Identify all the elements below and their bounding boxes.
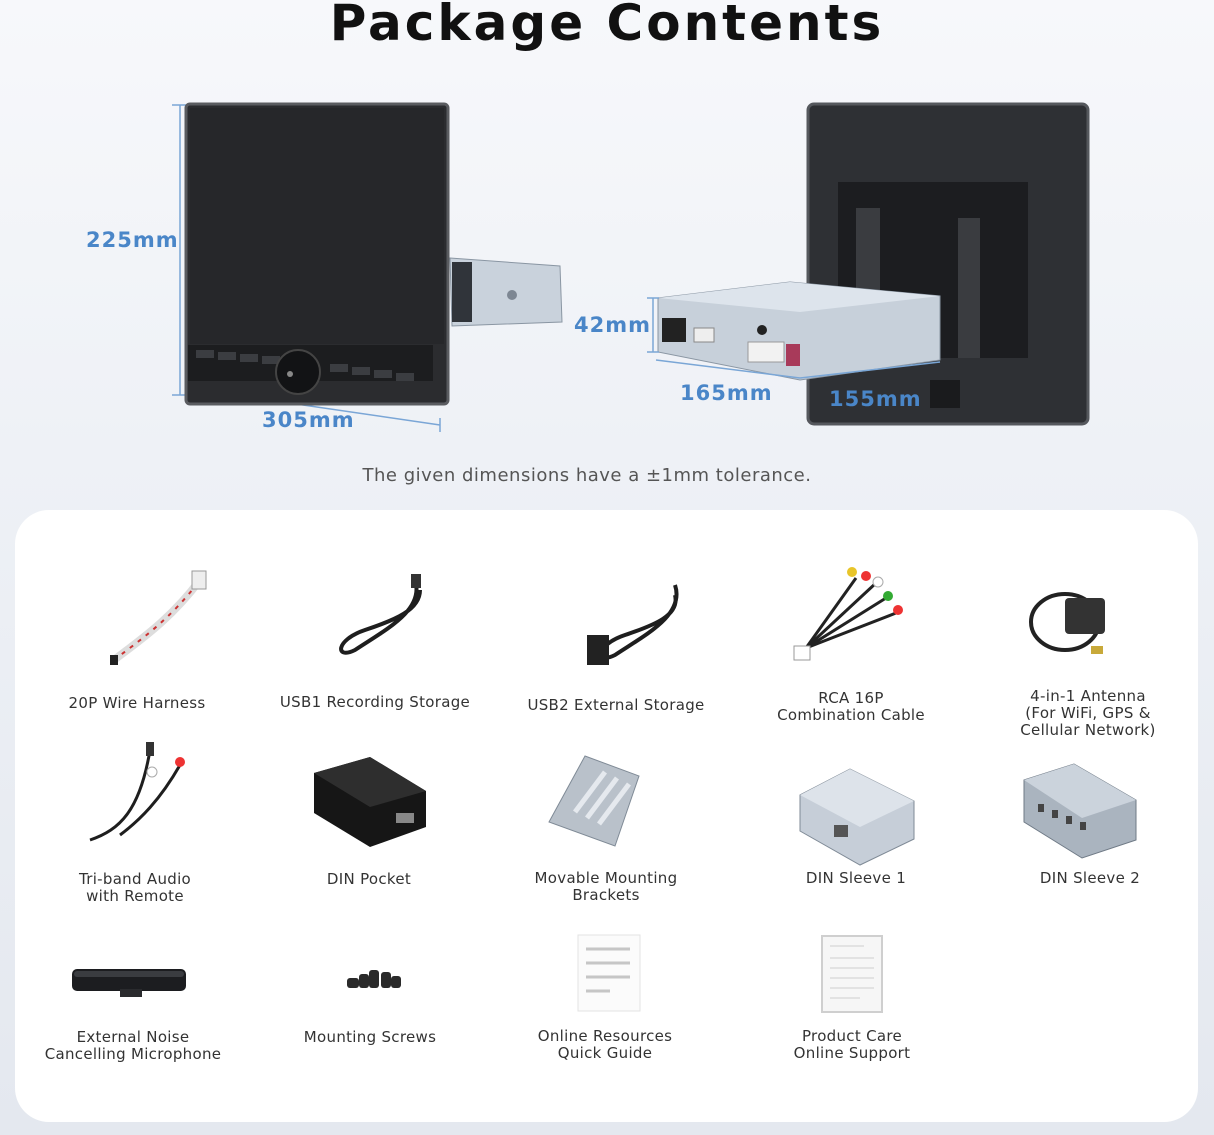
wire-harness-image	[110, 570, 207, 665]
din-sleeve-1-image	[799, 768, 915, 866]
item-label: DIN Sleeve 2	[1039, 869, 1141, 887]
tri-band-audio-image	[89, 742, 185, 842]
mounting-screws-image	[347, 970, 401, 988]
item-label: USB2 External Storage	[527, 696, 705, 714]
usb2-cable-image	[587, 584, 679, 665]
item-label: Movable Mounting Brackets	[534, 869, 678, 904]
quick-guide-image	[577, 934, 641, 1012]
head-unit-front-image	[172, 102, 563, 432]
item-label: 4-in-1 Antenna (For WiFi, GPS & Cellular…	[1020, 687, 1156, 739]
item-label: RCA 16P Combination Cable	[777, 689, 925, 724]
item-label: Product Care Online Support	[793, 1027, 911, 1062]
tolerance-note: The given dimensions have a ±1mm toleran…	[362, 465, 812, 486]
din-sleeve-2-image	[1023, 763, 1137, 859]
item-label: USB1 Recording Storage	[279, 693, 471, 711]
item-label: External Noise Cancelling Microphone	[44, 1028, 222, 1063]
page-title: Package Contents	[329, 0, 885, 52]
antenna-image	[1029, 592, 1105, 654]
dimension-depth: 42mm	[574, 313, 651, 337]
item-label: DIN Pocket	[326, 870, 412, 888]
rca-cable-image	[793, 567, 903, 661]
dimension-body-width: 155mm	[829, 387, 922, 411]
microphone-image	[72, 969, 186, 997]
item-label: Tri-band Audio with Remote	[78, 870, 192, 905]
usb1-cable-image	[339, 574, 422, 655]
mounting-brackets-image	[548, 755, 640, 847]
item-label: 20P Wire Harness	[68, 694, 206, 712]
dimension-height: 225mm	[86, 228, 179, 252]
item-label: DIN Sleeve 1	[805, 869, 907, 887]
dimension-width: 305mm	[262, 408, 355, 432]
dimension-body-length: 165mm	[680, 381, 773, 405]
item-label: Online Resources Quick Guide	[537, 1027, 673, 1062]
din-pocket-image	[314, 757, 426, 847]
head-unit-rear-image	[647, 102, 1090, 426]
support-document-image	[821, 935, 883, 1013]
item-label: Mounting Screws	[303, 1028, 437, 1046]
